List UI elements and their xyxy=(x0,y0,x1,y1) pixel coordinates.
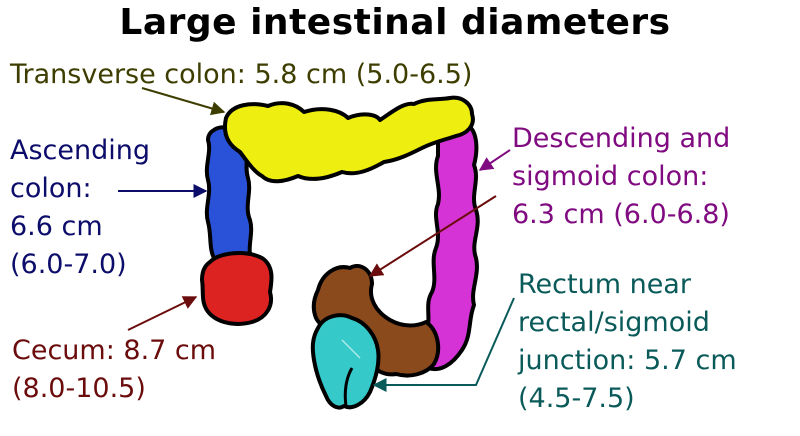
label-line: Rectum near xyxy=(518,269,691,300)
label-line: rectal/sigmoid xyxy=(518,307,710,338)
sigmoid-pointer-line xyxy=(368,195,497,277)
ascending-colon-label: Ascending colon: 6.6 cm (6.0-7.0) xyxy=(10,132,150,284)
label-line: (8.0-10.5) xyxy=(12,373,146,404)
label-line: (4.5-7.5) xyxy=(518,383,635,414)
transverse-colon-label: Transverse colon: 5.8 cm (5.0-6.5) xyxy=(10,56,472,94)
label-line: Cecum: 8.7 cm xyxy=(12,335,217,366)
label-line: 6.3 cm (6.0-6.8) xyxy=(512,199,730,230)
cecum-segment xyxy=(200,251,274,326)
descending-colon-segment xyxy=(419,120,480,371)
label-line: colon: xyxy=(10,173,92,204)
label-line: 6.6 cm xyxy=(10,211,103,242)
rectum-fold-line xyxy=(341,339,361,359)
label-line: (6.0-7.0) xyxy=(10,249,127,280)
rectum-split-line xyxy=(343,367,354,407)
label-line: Transverse colon: 5.8 cm (5.0-6.5) xyxy=(10,59,473,90)
label-line: Descending and xyxy=(512,123,731,154)
rectum-pointer-line xyxy=(372,297,515,392)
cecum-pointer-line xyxy=(127,296,198,331)
transverse-pointer-line xyxy=(141,87,226,116)
rectum-segment xyxy=(310,313,381,410)
label-line: junction: 5.7 cm xyxy=(518,345,737,376)
transverse-colon-segment xyxy=(223,95,475,184)
label-line: Ascending xyxy=(10,135,150,166)
rectum-label: Rectum near rectal/sigmoid junction: 5.7… xyxy=(518,266,737,418)
descending-sigmoid-label: Descending and sigmoid colon: 6.3 cm (6.… xyxy=(512,120,730,234)
cecum-label: Cecum: 8.7 cm (8.0-10.5) xyxy=(12,332,216,408)
diagram-title: Large intestinal diameters xyxy=(119,2,671,43)
label-line: sigmoid colon: xyxy=(512,161,709,192)
descending-pointer-line xyxy=(478,149,511,171)
